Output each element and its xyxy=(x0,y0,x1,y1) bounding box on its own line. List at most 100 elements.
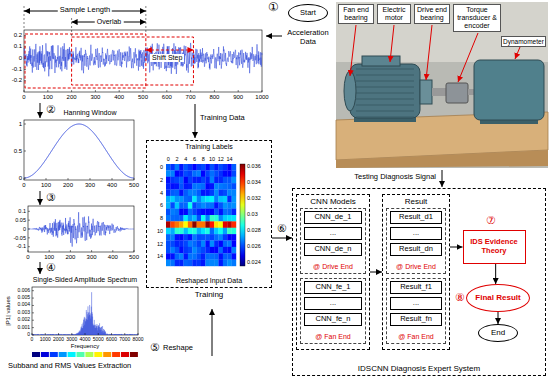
tick-mark xyxy=(24,90,25,92)
heatmap-cell xyxy=(201,209,206,216)
heatmap-cell xyxy=(184,241,189,248)
heatmap-cell xyxy=(210,260,215,267)
heatmap-cell xyxy=(179,177,184,184)
heatmap-cell xyxy=(197,260,202,267)
heatmap-cell xyxy=(192,253,197,260)
heatmap-cell xyxy=(192,234,197,241)
heatmap-cell xyxy=(210,215,215,222)
heatmap-cell xyxy=(188,209,193,216)
heatmap-cell xyxy=(170,164,175,171)
result-box: Result_f1 xyxy=(390,281,442,294)
heatmap-cell xyxy=(170,253,175,260)
heatmap-cell xyxy=(179,202,184,209)
callout-number: ⑤ xyxy=(150,341,160,354)
node-label: Result_fn xyxy=(400,315,432,324)
heatmap-cell xyxy=(219,260,224,267)
heatmap-cell xyxy=(223,196,228,203)
heatmap-cell xyxy=(166,170,171,177)
heatmap-cell xyxy=(227,183,232,190)
heatmap-cell xyxy=(232,215,237,222)
heatmap-cell xyxy=(227,253,232,260)
heatmap-cell xyxy=(175,196,180,203)
heatmap-cell xyxy=(232,196,237,203)
node-label: CNN_de_n xyxy=(314,245,351,254)
axis-tick: 400 xyxy=(107,182,117,189)
heatmap-cell xyxy=(188,202,193,209)
flow-arrow xyxy=(40,262,41,274)
connector xyxy=(450,247,463,248)
node-label: CNN_fe_n xyxy=(315,315,350,324)
heatmap-cell xyxy=(184,183,189,190)
tick-mark xyxy=(214,90,215,92)
heatmap-cell xyxy=(201,183,206,190)
heatmap-cell xyxy=(219,228,224,235)
subband-bar xyxy=(130,352,138,357)
axis-tick: 0.003 xyxy=(17,310,30,316)
axis-tick: 8 xyxy=(160,215,163,221)
heatmap-cell xyxy=(192,202,197,209)
result-group: Result@ Drive EndResult_d1...Result_dn@ … xyxy=(382,194,450,350)
heatmap-cell xyxy=(175,228,180,235)
heatmap-cell xyxy=(170,170,175,177)
node-heading: IDSCNN Diagnosis Expert System xyxy=(358,364,480,373)
heatmap-cell xyxy=(214,190,219,197)
end-group: @ Fan EndCNN_fe_1...CNN_fe_n xyxy=(300,278,366,344)
heatmap-cell xyxy=(205,260,210,267)
tick-mark xyxy=(68,178,69,180)
result-box: ... xyxy=(390,297,442,310)
heatmap-cell xyxy=(232,183,237,190)
heatmap-cell xyxy=(197,221,202,228)
axis-tick: 0 xyxy=(22,94,25,101)
tick-mark xyxy=(32,305,34,306)
heatmap-cell xyxy=(227,190,232,197)
heatmap-cell xyxy=(214,260,219,267)
heatmap-cell xyxy=(223,202,228,209)
tick-mark xyxy=(32,320,34,321)
heatmap-cell xyxy=(219,183,224,190)
pointer-arrow xyxy=(515,47,520,59)
motor-fin xyxy=(356,111,414,112)
axis-title: |P1| values xyxy=(5,296,12,325)
axis-tick: 0.001 xyxy=(17,325,30,331)
heatmap-cell xyxy=(192,190,197,197)
heatmap-cell xyxy=(219,170,224,177)
guide-line xyxy=(24,6,25,30)
subband-bar xyxy=(41,352,49,357)
flow-arrow xyxy=(195,104,196,138)
part-label: Dynamometer xyxy=(501,36,546,47)
heatmap-cell xyxy=(205,241,210,248)
heatmap-cell xyxy=(232,209,237,216)
tick-mark xyxy=(166,90,167,92)
subband-bar xyxy=(50,352,58,357)
heatmap-cell xyxy=(219,215,224,222)
node-heading: @ Drive End xyxy=(396,263,436,271)
heatmap-cell xyxy=(201,247,206,254)
heatmap-cell xyxy=(205,177,210,184)
terminal-oval: Start xyxy=(288,4,328,22)
model-box: ... xyxy=(304,227,362,240)
axis-tick: 0 xyxy=(160,164,163,170)
axis-title: Frequency xyxy=(71,343,99,350)
axis-tick: 0.5 xyxy=(14,148,22,155)
subband-bar xyxy=(77,352,85,357)
heatmap-cell xyxy=(175,247,180,254)
heatmap-cell xyxy=(197,215,202,222)
heatmap-cell xyxy=(201,177,206,184)
tick-mark xyxy=(85,333,86,335)
step-label: Subband and RMS Values Extraction xyxy=(8,362,131,371)
subband-bar xyxy=(32,352,40,357)
hanning-curve xyxy=(24,124,134,178)
tick-mark xyxy=(134,250,135,252)
axis-tick: 1000 xyxy=(40,337,51,343)
tick-mark xyxy=(47,90,48,92)
heatmap-cell xyxy=(170,196,175,203)
axis-tick: 0.2 xyxy=(14,32,22,39)
colorbar-tick: 0.026 xyxy=(247,243,261,249)
axis-tick: 12 xyxy=(157,241,163,247)
axis-tick: 2 xyxy=(160,177,163,183)
axis-tick: 0 xyxy=(31,337,34,343)
heatmap-cell xyxy=(223,253,228,260)
heatmap-cell xyxy=(214,253,219,260)
axis-tick: 400 xyxy=(114,94,124,101)
heatmap-cell xyxy=(197,247,202,254)
